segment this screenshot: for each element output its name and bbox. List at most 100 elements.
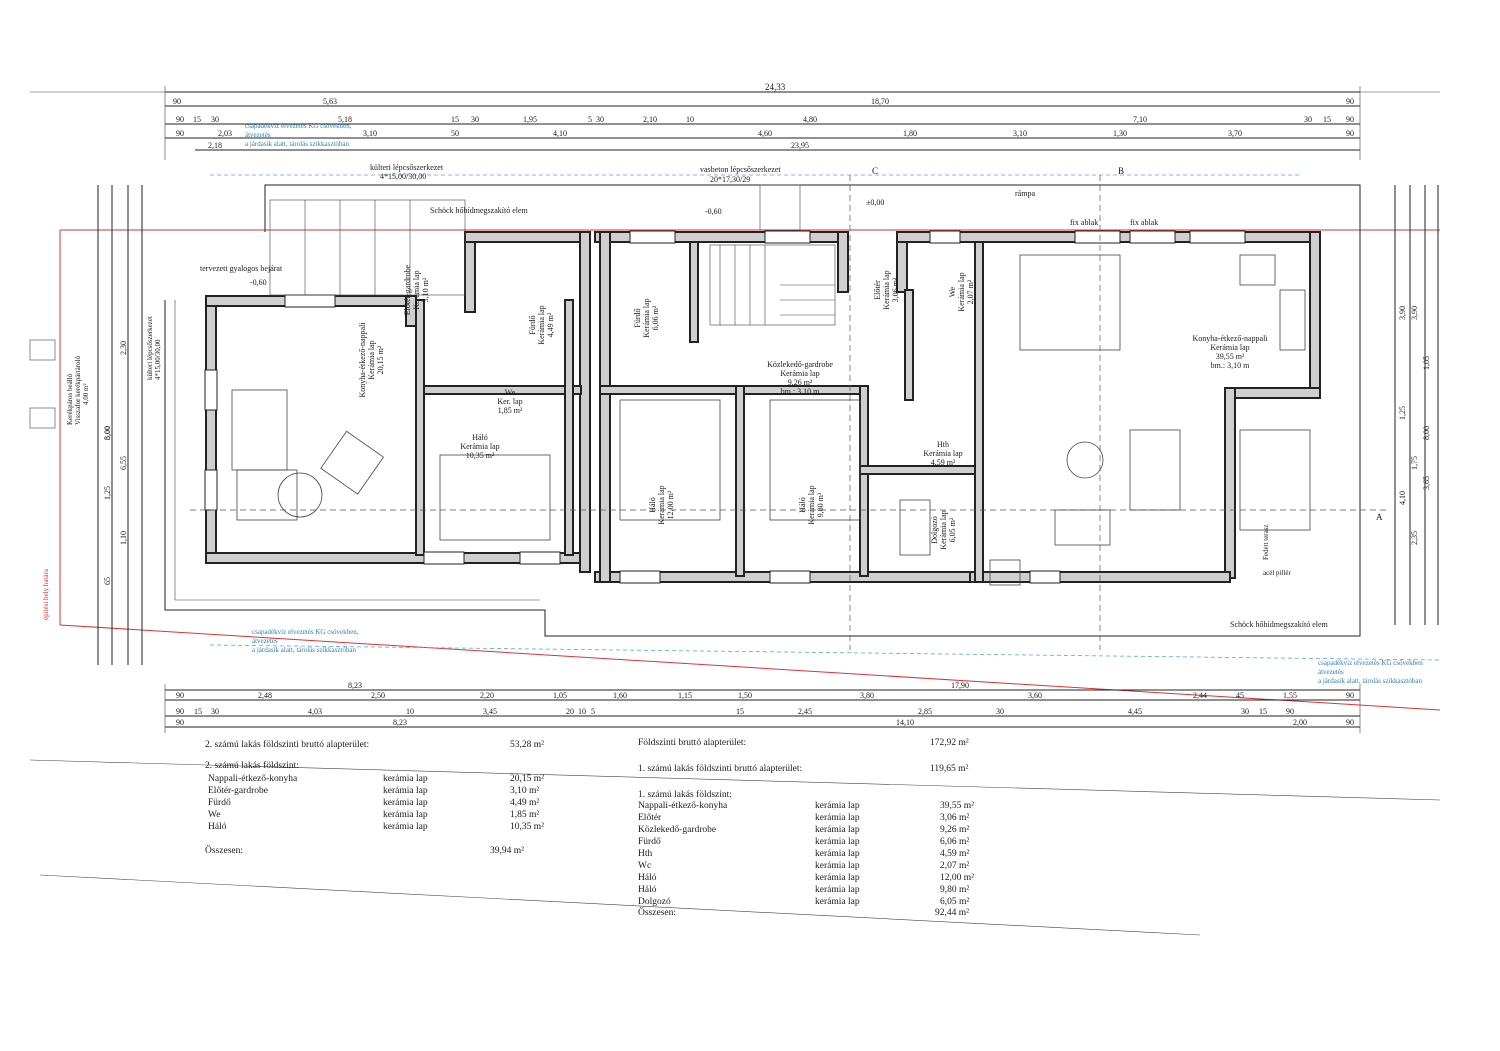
room-area: 3,06 m² [891,277,900,302]
bicycle-stands [29,339,56,429]
left-total-value: 39,94 m² [490,846,524,856]
room-floor: Kerámia lap [923,449,962,458]
annotations: külteri lépcsőszerkezet 4*15,00/30,00 va… [42,122,1423,685]
left-total-label: Összesen: [205,844,243,856]
room-floor: Kerámia lap [780,369,819,378]
dim-bottom_row2: 2,20 [480,691,494,700]
terrace-outline [164,184,1361,637]
room-name: Háló [798,497,807,513]
room-floor: Kerámia lap [642,298,651,337]
left-row-area: 3,10 m² [510,786,539,796]
furniture [231,254,1311,586]
left-row-floor: kerámia lap [383,822,428,832]
drain-right-3: a járdasík alatt, tárolás szikkasztóban [1318,677,1422,685]
room-name: Dolgozó [930,516,939,544]
dim-bottom_row3: 15 [736,707,744,716]
right-row-name: Nappali-étkező-konyha [638,801,728,811]
room-floor: Kerámia lap [939,510,948,549]
dim-top_row2: 30 [1304,115,1312,124]
dim-bottom_row4: 14,10 [896,718,914,727]
dim-bottom_row3: 3,45 [483,707,497,716]
room-floor: Kerámia lap [367,340,376,379]
right-row-name: Közlekedő-gardrobe [638,825,716,835]
dim-top_row2: 15 [1323,115,1331,124]
dim-bottom_row2: 1,60 [613,691,627,700]
right-row-floor: kerámia lap [815,849,860,859]
room-floor: Kerámia lap [1210,343,1249,352]
room-floor: Kerámia lap [882,270,891,309]
right-row-floor: kerámia lap [815,801,860,811]
dim-top_row4: 2,18 [208,141,222,150]
drain-right-1: csapadékvíz elvezetés KG csövekben [1318,659,1423,667]
dim-bottom_row2: 3,60 [1028,691,1042,700]
dim-top_row4: 23,95 [791,141,809,150]
dim-bottom_row3: 2,85 [918,707,932,716]
room-floor: Kerámia lap [807,485,816,524]
room-name: We [505,388,516,397]
dim-bottom_row1: 8,23 [348,681,362,690]
dim-bottom_row2: 3,80 [860,691,874,700]
room-height: bm.: 3,10 m [1211,361,1250,370]
drain-top-1: csapadékvíz elvezetés KG csövekben, [245,122,352,130]
dim-top_row3: 2,03 [218,129,232,138]
left-heading: 2. számú lakás földszint: [205,760,299,771]
left-row-name: Nappali-étkező-konyha [208,774,298,784]
right-gross-label: 1. számú lakás földszinti bruttó alapter… [638,763,802,774]
dim-bottom_row3: 30 [996,707,1004,716]
right-row-area: 4,59 m² [940,849,969,859]
dim-bottom_row3: 15 [194,707,202,716]
room-name: Közlekedő-gardrobe [767,360,833,369]
steel-column-label: acél pillér [1263,569,1291,577]
room-area: 4,49 m² [546,312,555,337]
drain-top-2: átvezetés [245,131,271,139]
left-row-floor: kerámia lap [383,810,428,820]
dim-bottom_row2: 1,15 [678,691,692,700]
right-row-area: 2,07 m² [940,861,969,871]
dim-top_row3: 3,70 [1228,129,1242,138]
dim-right-vert: 1,25 [1398,406,1407,420]
dim-top_row2: 7,10 [1133,115,1147,124]
dim-top_row2: 30 [211,115,219,124]
room-name: Előtér [873,280,882,300]
level-000: ±0,00 [866,198,884,207]
left-row-name: We [208,810,220,820]
room-area: 6,06 m² [651,305,660,330]
bicycle-label-2: Visszafor kerékpártároló [74,356,82,425]
dim-left-vert: 1,10 [119,531,128,545]
room-area: 12,00 m² [666,490,675,519]
left-row-floor: kerámia lap [383,786,428,796]
dim-top_row2: 1,95 [523,115,537,124]
right-row-name: Hth [638,849,653,859]
room-area: 4,59 m² [931,458,956,467]
dim-bottom_row2: 2,48 [258,691,272,700]
right-row-name: Fürdő [638,837,661,847]
drain-bottom-3: a járdasík alatt, tárolás szikkasztóban [252,646,356,654]
ext-stair-left-dims: 4*15,00/30,00 [154,339,162,380]
right-gross-total-value: 172,92 m² [930,738,969,748]
dim-bottom_row2: 90 [1346,691,1354,700]
right-row-name: Háló [638,873,657,883]
right-row-name: Előtér [638,813,662,823]
dim-right-vert: 8,00 [1422,426,1431,440]
room-floor: Kerámia lap [957,272,966,311]
room-name: Háló [472,433,488,442]
dim-bottom_row3: 10 [406,707,414,716]
dim-top_row2: 5,18 [338,115,352,124]
dim-top_row2: 15 [193,115,201,124]
dim-bottom_row3: 20 [566,707,574,716]
dim-top_row1: 18,70 [871,97,889,106]
left-row-area: 4,49 m² [510,798,539,808]
right-row-floor: kerámia lap [815,837,860,847]
section-a-label: A [1376,512,1383,522]
right-row-floor: kerámia lap [815,825,860,835]
area-table-left: 2. számú lakás földszinti bruttó alapter… [205,739,544,856]
dim-bottom_row4: 2,00 [1293,718,1307,727]
dim-left-vert: 1,25 [103,486,112,500]
room-area: 2,07 m² [966,279,975,304]
right-gross-value: 119,65 m² [930,764,969,774]
right-row-name: Wc [638,861,651,871]
schock-bottom-label: Schöck hőhídmegszakító elem [1230,620,1329,629]
bicycle-label: Kerékpáros beálló [66,373,74,425]
